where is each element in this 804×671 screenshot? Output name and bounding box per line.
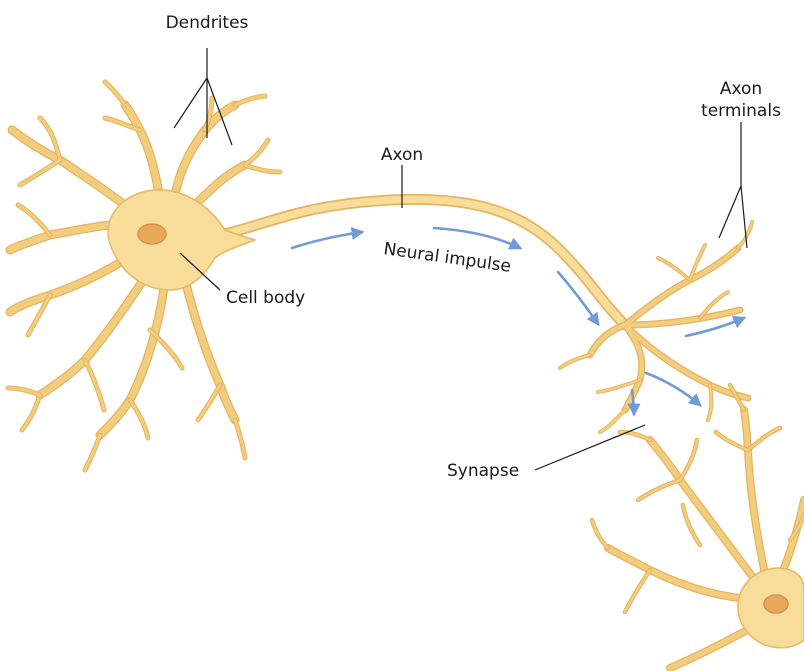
synapse-leader bbox=[535, 425, 645, 470]
impulse-arrow-2 bbox=[434, 228, 520, 248]
impulse-arrow-1 bbox=[292, 232, 362, 248]
axon-terminals-label-line1: Axon bbox=[720, 79, 762, 99]
cell-body bbox=[108, 190, 255, 290]
left-nucleus bbox=[138, 224, 166, 244]
axon-terminals-leader bbox=[719, 122, 747, 248]
axon-terminals-label-line2: terminals bbox=[701, 101, 781, 121]
dendrites-label: Dendrites bbox=[166, 13, 249, 33]
synapse-label: Synapse bbox=[447, 461, 519, 481]
receiving-nucleus bbox=[764, 595, 788, 613]
neural-impulse-label: Neural impulse bbox=[382, 239, 512, 277]
axon-label: Axon bbox=[381, 145, 423, 165]
cell-body-label: Cell body bbox=[226, 288, 305, 308]
impulse-arrow-6 bbox=[632, 390, 634, 414]
